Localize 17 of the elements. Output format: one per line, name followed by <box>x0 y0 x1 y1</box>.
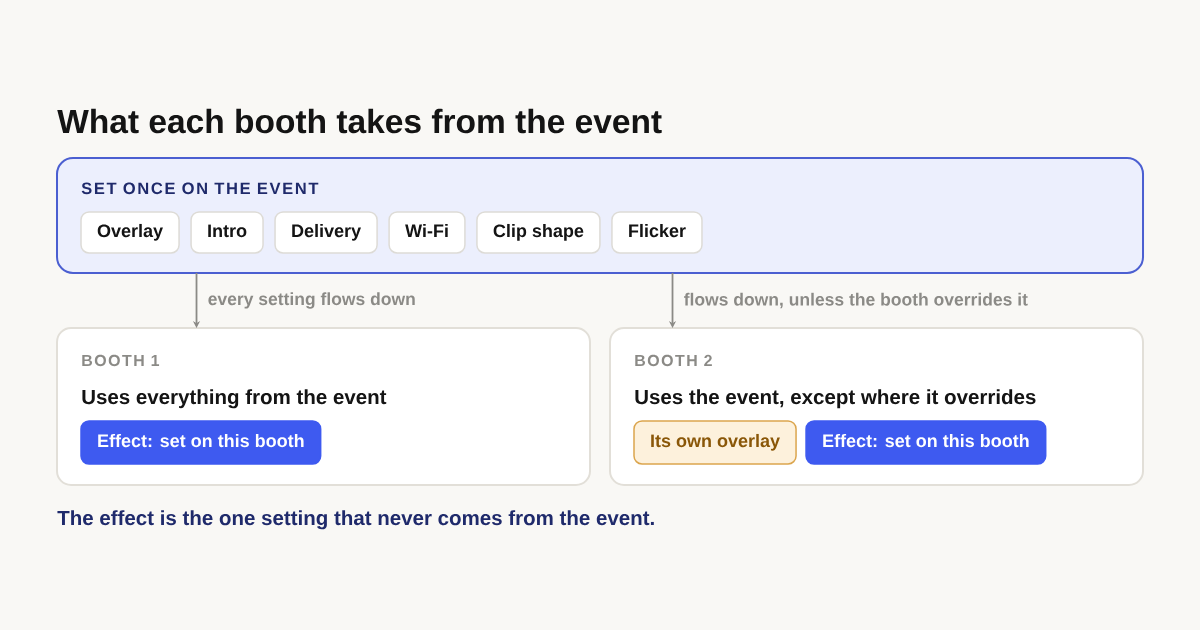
card-heading: Uses everything from the event <box>82 389 387 409</box>
override-chip: Its own overlay <box>633 420 797 465</box>
card-label: BOOTH 1 <box>82 354 160 367</box>
caption: The effect is the one setting that never comes from the event. <box>57 510 654 530</box>
setting-chip: Flicker <box>611 211 703 254</box>
effect-chip: Effect: set on this booth <box>805 420 1047 465</box>
setting-chip: Clip shape <box>476 211 601 254</box>
effect-chip: Effect: set on this booth <box>80 420 322 465</box>
setting-chip: Overlay <box>80 211 180 254</box>
panel-label: SET ONCE ON THE EVENT <box>81 182 319 195</box>
edge-label: every setting flows down <box>206 291 417 310</box>
card-heading: Uses the event, except where it overrides <box>635 389 1036 409</box>
setting-chip: Delivery <box>274 211 378 254</box>
setting-chip: Wi-Fi <box>388 211 466 254</box>
title: What each booth takes from the event <box>57 108 662 134</box>
card-label: BOOTH 2 <box>635 354 712 367</box>
setting-chip: Intro <box>190 211 264 254</box>
